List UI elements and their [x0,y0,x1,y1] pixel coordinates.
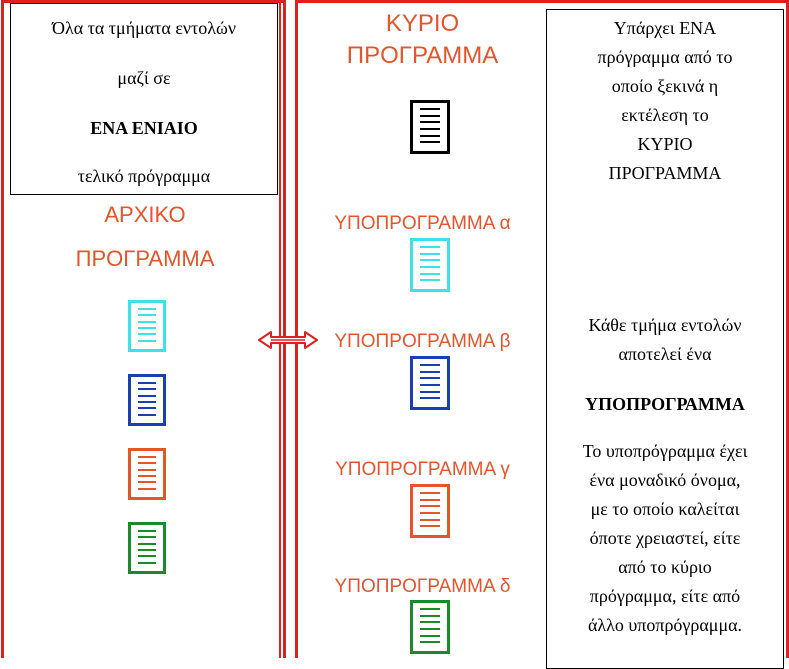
green-document-icon [410,600,450,654]
document-line [138,407,156,410]
explanation-box: Υπάρχει ΕΝΑ πρόγραμμα από το οποίο ξεκιν… [546,9,784,669]
document-line [420,384,440,386]
document-line [420,246,440,248]
document-line [420,628,440,630]
document-line [420,252,440,255]
document-line [138,561,156,564]
document-line [138,530,156,532]
document-line [138,481,156,484]
double-arrow-icon [258,331,318,349]
document-line [420,397,440,400]
top-box-line-4: τελικό πρόγραμμα [77,166,211,186]
document-line [420,608,440,610]
p3-line-4: όποτε χρειαστεί, είτε [589,528,741,548]
p3-line-2: ένα μοναδικό όνομα, [589,470,741,490]
left-panel-frame [1,0,286,658]
document-line [420,525,440,528]
main-program-title-2: ΠΡΟΓΡΑΜΜΑ [346,42,499,69]
p3-line-3: με το οποίο καλείται [590,499,740,519]
document-line [138,555,156,558]
blue-document-icon [128,374,166,426]
document-line [420,121,440,124]
document-line [138,536,156,539]
document-line [138,456,156,458]
document-line [138,549,156,551]
document-line [420,518,440,521]
document-line [420,114,440,117]
document-line [138,394,156,397]
document-line [420,364,440,366]
subprogram-c-label: ΥΠΟΠΡΟΓΡΑΜΜΑ γ [335,459,510,480]
document-line [138,333,156,336]
cyan-document-icon [410,238,450,292]
top-box-line-2: μαζί σε [117,68,171,88]
green-document-icon [128,522,166,574]
document-line [138,475,156,477]
document-line [138,468,156,471]
document-line [420,134,440,137]
right-panel-frame [295,0,789,658]
initial-program-title-1: ΑΡΧΙΚΟ [104,202,186,227]
p1-line-6: ΠΡΟΓΡΑΜΜΑ [608,163,722,183]
document-line [420,266,440,268]
p3-line-1: Το υποπρόγραμμα έχει [582,441,748,461]
p1-line-2: πρόγραμμα από το [597,47,733,67]
document-line [420,505,440,508]
main-program-title-1: ΚΥΡΙΟ [385,10,460,37]
document-line [420,272,440,275]
document-line [420,279,440,282]
top-box-line-1: Όλα τα τμήματα εντολών [51,18,236,38]
p2-line-2: αποτελεί ένα [618,344,712,364]
document-line [138,487,156,490]
document-line [420,498,440,501]
orange-document-icon [410,484,450,538]
document-line [138,401,156,403]
black-document-icon [410,100,450,154]
document-line [138,339,156,342]
blue-document-icon [410,356,450,410]
cyan-document-icon [128,300,166,352]
subprogram-a-label: ΥΠΟΠΡΟΓΡΑΜΜΑ α [334,213,511,234]
p2-bold: ΥΠΟΠΡΟΓΡΑΜΜΑ [585,394,745,414]
document-line [420,108,440,110]
document-line [420,390,440,393]
document-line [138,308,156,310]
document-line [138,462,156,465]
p1-line-5: ΚΥΡΙΟ [637,134,693,154]
document-line [420,492,440,494]
document-line [138,382,156,384]
document-line [138,388,156,391]
document-line [420,614,440,617]
document-line [138,413,156,416]
document-line [420,377,440,380]
initial-program-title-2: ΠΡΟΓΡΑΜΜΑ [75,246,215,271]
document-line [420,128,440,130]
document-line [138,314,156,317]
document-line [420,621,440,624]
top-box-line-3: ΕΝΑ ΕΝΙΑΙΟ [90,118,198,138]
divider-line [279,0,281,658]
document-line [420,259,440,262]
document-line [420,634,440,637]
document-line [420,512,440,514]
p1-line-3: οποίο ξεκινά η [611,76,719,96]
document-line [420,370,440,373]
subprogram-b-label: ΥΠΟΠΡΟΓΡΑΜΜΑ β [334,331,511,352]
orange-document-icon [128,448,166,500]
p1-line-4: εκτέλεση το [621,105,709,125]
p3-line-5: από το κύριο [618,557,712,577]
p3-line-7: άλλο υποπρόγραμμα. [587,615,743,635]
document-line [138,327,156,329]
p2-line-1: Κάθε τμήμα εντολών [588,315,742,335]
document-line [138,320,156,323]
p1-line-1: Υπάρχει ΕΝΑ [613,18,717,38]
p3-line-6: πρόγραμμα, είτε από [589,586,741,606]
combined-program-box: Όλα τα τμήματα εντολών μαζί σε ΕΝΑ ΕΝΙΑΙ… [10,3,278,195]
document-line [420,641,440,644]
subprogram-d-label: ΥΠΟΠΡΟΓΡΑΜΜΑ δ [334,576,511,597]
document-line [420,141,440,144]
document-line [138,542,156,545]
